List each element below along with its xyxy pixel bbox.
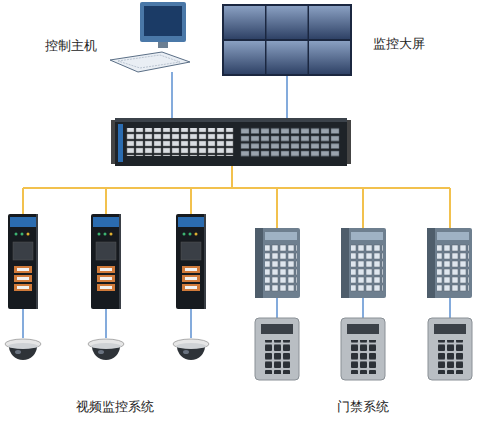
drop-wire — [449, 188, 451, 228]
camera-wire — [105, 309, 107, 338]
node-label: 监控大屏 — [373, 36, 425, 52]
rack-ear — [347, 120, 351, 164]
system-label: 视频监控系统 — [45, 399, 185, 415]
industrial-switch — [8, 214, 38, 309]
computer-node: 控制主机 — [40, 0, 195, 80]
uplink-wire — [231, 166, 233, 188]
switch-ports — [126, 128, 234, 156]
switch-logo — [118, 124, 123, 162]
access-switch — [341, 228, 386, 298]
monitor-stand — [158, 42, 168, 48]
video-panel — [309, 41, 350, 74]
access-switch — [427, 228, 472, 298]
switch-top-edge — [115, 118, 347, 122]
dome-camera — [88, 339, 124, 360]
host-wire — [171, 72, 173, 118]
video-panel — [267, 41, 308, 74]
keypad-wire — [449, 298, 451, 318]
bus-wire — [23, 187, 450, 189]
rack-ear — [111, 120, 115, 164]
dome-camera — [173, 339, 209, 360]
keyboard — [110, 52, 190, 72]
camera-wire — [22, 309, 24, 338]
node-label: 控制主机 — [45, 38, 97, 54]
access-keypad — [341, 318, 385, 380]
video-panel — [224, 41, 265, 74]
access-switch — [255, 228, 300, 298]
video-panel — [309, 6, 350, 39]
core-switch — [115, 118, 347, 166]
drop-wire — [276, 188, 278, 228]
monitor-screen — [144, 6, 182, 36]
video-panel — [267, 6, 308, 39]
keypad-wire — [276, 298, 278, 318]
drop-wire — [190, 188, 192, 214]
system-label: 门禁系统 — [312, 399, 414, 415]
keypad-wire — [362, 298, 364, 318]
camera-wire — [190, 309, 192, 338]
dome-camera — [5, 339, 41, 360]
keyboard-keys — [118, 55, 180, 68]
screen-wire — [286, 76, 288, 118]
video-panel — [224, 6, 265, 39]
access-keypad — [428, 318, 472, 380]
video-wall — [222, 4, 352, 76]
drop-wire — [105, 188, 107, 214]
industrial-switch — [176, 214, 206, 309]
industrial-switch — [91, 214, 121, 309]
drop-wire — [362, 188, 364, 228]
drop-wire — [22, 188, 24, 214]
switch-sfp-ports — [240, 127, 340, 157]
screen-node: 监控大屏 — [220, 2, 442, 78]
access-keypad — [255, 318, 299, 380]
monitor-frame — [140, 2, 186, 42]
